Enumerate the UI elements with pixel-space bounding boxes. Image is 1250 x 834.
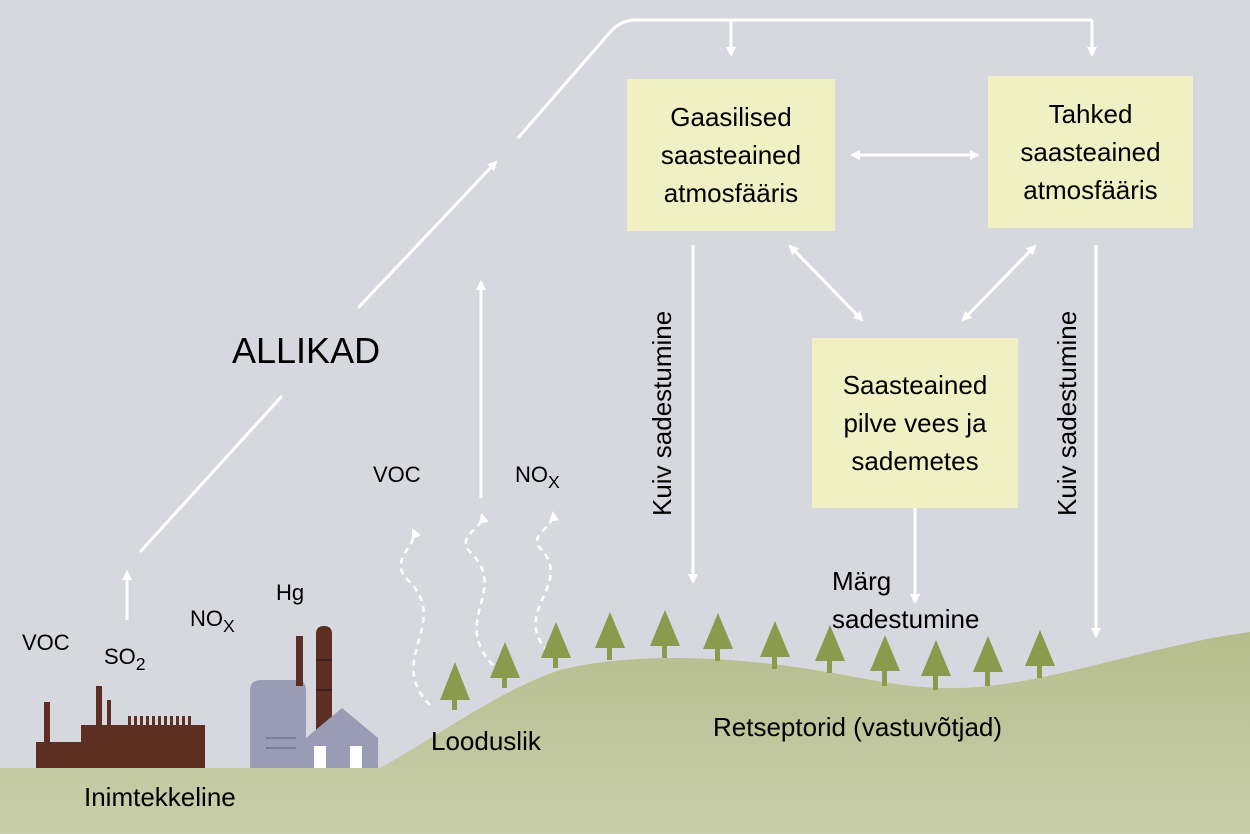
source-flow-arrow xyxy=(138,18,1097,554)
dry-deposition-left-label: Kuiv sadestumine xyxy=(647,310,677,516)
natural-nox-label: NOX xyxy=(515,462,560,493)
natural-stream-middle xyxy=(464,513,494,666)
anthropogenic-voc-label: VOC xyxy=(22,630,70,655)
power-plant-icon xyxy=(250,626,378,768)
tree-icon xyxy=(650,610,680,658)
box-line: atmosfääris xyxy=(1023,175,1158,205)
box-line: Saasteained xyxy=(842,370,988,400)
natural-label: Looduslik xyxy=(431,726,541,756)
tree-icon xyxy=(815,625,845,673)
box-line: saasteained xyxy=(1020,137,1161,167)
tree-icon xyxy=(490,642,520,688)
box-line: saasteained xyxy=(660,140,802,170)
nox-natural-stream xyxy=(534,511,560,653)
tree-icon xyxy=(760,621,790,669)
voc-natural-stream xyxy=(399,528,431,706)
box-line: pilve vees ja xyxy=(843,408,987,438)
box-line: sademetes xyxy=(851,446,979,476)
so2-label: SO2 xyxy=(104,644,146,675)
nox-text: NO xyxy=(515,462,548,487)
hill-ground xyxy=(0,632,1250,834)
hg-label: Hg xyxy=(276,580,305,605)
sources-title: ALLIKAD xyxy=(232,330,381,371)
natural-voc-label: VOC xyxy=(373,462,421,487)
box-line: Gaasilised xyxy=(670,102,792,132)
so2-subscript: 2 xyxy=(135,654,146,675)
tree-icon xyxy=(973,636,1003,686)
gas-cloud-exchange-arrow xyxy=(788,244,864,322)
nox-subscript: X xyxy=(548,472,560,493)
box-line: atmosfääris xyxy=(663,178,799,208)
box-line: Tahked xyxy=(1048,99,1133,129)
factory-icon xyxy=(36,686,205,768)
tree-icon xyxy=(870,635,900,686)
tree-icon xyxy=(440,662,470,710)
gaseous-pollutants-box: Gaasilised saasteained atmosfääris xyxy=(627,79,835,231)
nox-subscript: X xyxy=(223,616,235,637)
receptors-label: Retseptorid (vastuvõtjad) xyxy=(713,712,1003,742)
receptor-trees xyxy=(440,610,1055,710)
tree-icon xyxy=(541,622,571,668)
tree-icon xyxy=(595,612,625,660)
solid-pollutants-box: Tahked saasteained atmosfääris xyxy=(988,76,1193,228)
dry-deposition-right-label: Kuiv sadestumine xyxy=(1052,310,1082,516)
so2-text: SO xyxy=(104,644,136,669)
wet-deposition-label-line2: sadestumine xyxy=(832,604,980,634)
wet-deposition-label-line1: Märg xyxy=(832,566,892,596)
tree-icon xyxy=(703,613,733,661)
anthropogenic-nox-label: NOX xyxy=(190,606,235,637)
anthropogenic-label: Inimtekkeline xyxy=(84,782,236,812)
tree-icon xyxy=(1025,630,1055,678)
solid-cloud-exchange-arrow xyxy=(961,244,1037,322)
cloud-pollutants-box: Saasteained pilve vees ja sademetes xyxy=(812,338,1018,508)
tree-icon xyxy=(921,640,951,690)
nox-text: NO xyxy=(190,606,223,631)
